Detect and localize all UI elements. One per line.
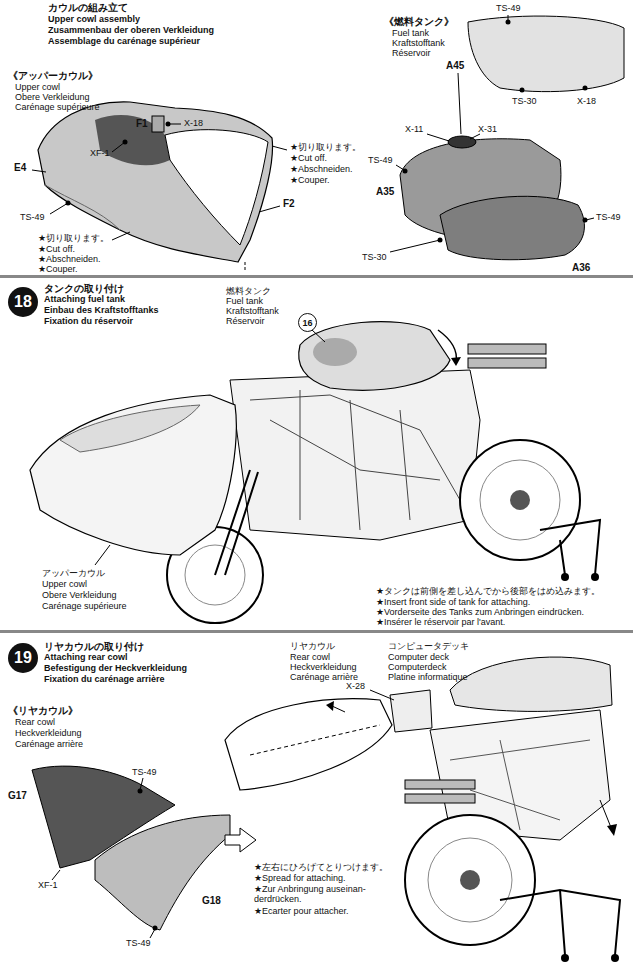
note-text: ★Abschneiden.: [38, 254, 101, 264]
subassembly-title: Kraftstofftank: [392, 38, 445, 48]
subassembly-title: Carénage arrière: [15, 739, 83, 749]
subassembly-title: Carénage supérieure: [15, 102, 100, 112]
note-text: ★Cut off.: [290, 153, 327, 163]
subassembly-title: Heckverkleidung: [15, 728, 82, 738]
note-text: ★Spread for attaching.: [254, 873, 346, 883]
paint-code: TS-49: [20, 212, 45, 222]
part-number: A45: [446, 60, 464, 72]
note-text: ★Insert front side of tank for attaching…: [376, 597, 530, 607]
node-text: 18: [14, 293, 32, 311]
callout-label: Computerdeck: [388, 662, 447, 672]
step-number: 19: [8, 643, 38, 673]
callout-label: Obere Verkleidung: [42, 590, 117, 600]
step-title: Attaching fuel tank: [44, 294, 125, 304]
note-text: ★Ecarter pour attacher.: [254, 906, 349, 916]
part-number: F1: [136, 118, 148, 130]
note-text: ★Zur Anbringung auseinan- derdrücken.: [254, 884, 379, 905]
step-title: Fixation du carénage arrière: [44, 674, 165, 684]
paint-code: TS-30: [362, 252, 387, 262]
step-title: Zusammenbau der oberen Verkleidung: [48, 25, 214, 35]
paint-code: X-31: [478, 124, 497, 134]
subassembly-title: 《燃料タンク》: [384, 16, 454, 28]
paint-code: X-18: [184, 118, 203, 128]
paint-code: X-11: [405, 124, 423, 134]
part-number: G18: [202, 895, 221, 907]
callout-label: Carénage supérieure: [42, 601, 127, 611]
subassembly-title: Réservoir: [392, 48, 431, 58]
step-title: Fixation du réservoir: [44, 316, 133, 326]
paint-code: X-28: [346, 681, 365, 691]
subassembly-title: Obere Verkleidung: [15, 92, 90, 102]
subassembly-title: Rear cowl: [15, 717, 55, 727]
note-text: ★切り取ります。: [38, 233, 109, 243]
note-text: ★Insérer le réservoir par l'avant.: [376, 617, 505, 627]
subassembly-title: Fuel tank: [392, 28, 429, 38]
part-number: A36: [572, 262, 590, 274]
step-title: Assemblage du carénage supérieur: [48, 36, 200, 46]
paint-code: X-18: [577, 96, 596, 106]
subassembly-title: 《リヤカウル》: [8, 705, 78, 717]
step-number: 18: [8, 287, 38, 317]
callout-label: Computer deck: [388, 652, 449, 662]
paint-code: TS-49: [368, 155, 393, 165]
paint-code: TS-49: [132, 767, 157, 777]
step-title: Upper cowl assembly: [48, 14, 140, 24]
callout-label: Kraftstofftank: [226, 306, 279, 316]
step-title: カウルの組み立て: [48, 2, 128, 14]
note-text: ★切り取ります。: [290, 142, 361, 152]
paint-code: XF-1: [38, 880, 58, 890]
callout-label: Carénage arrière: [290, 672, 358, 682]
subassembly-title: 《アッパーカウル》: [8, 70, 98, 82]
node-text: 16: [302, 318, 312, 328]
callout-label: Platine informatique: [388, 672, 468, 682]
step-title: Attaching rear cowl: [44, 652, 128, 662]
callout-label: アッパーカウル: [42, 568, 105, 578]
note-text: ★タンクは前側を差し込んでから後部をはめ込みます。: [376, 586, 600, 596]
paint-code: TS-49: [596, 212, 621, 222]
subassembly-title: Upper cowl: [15, 82, 60, 92]
step-title: Befestigung der Heckverkleidung: [44, 663, 187, 673]
callout-label: 燃料タンク: [226, 286, 271, 296]
note-text: ★Cut off.: [38, 244, 75, 254]
callout-label: コンピュータデッキ: [388, 641, 469, 651]
node-text: 19: [14, 649, 32, 667]
note-text: ★Couper.: [290, 175, 330, 185]
decal-number: 16: [298, 313, 317, 332]
note-text: ★Couper.: [38, 264, 78, 274]
step-title: タンクの取り付け: [44, 283, 124, 295]
paint-code: TS-49: [126, 938, 151, 948]
part-number: F2: [283, 198, 295, 210]
step-title: Einbau des Kraftstofftanks: [44, 305, 159, 315]
part-number: A35: [376, 186, 394, 198]
paint-code: TS-30: [512, 96, 537, 106]
note-text: ★Vorderseite des Tanks zum Anbringen ein…: [376, 607, 584, 617]
paint-code: XF-1: [90, 148, 110, 158]
note-text: ★Abschneiden.: [290, 164, 353, 174]
callout-label: Réservoir: [226, 316, 265, 326]
part-number: G17: [8, 790, 27, 802]
callout-label: Rear cowl: [290, 652, 330, 662]
paint-code: TS-49: [496, 3, 521, 13]
callout-label: Heckverkleidung: [290, 662, 357, 672]
callout-label: Fuel tank: [226, 296, 263, 306]
part-number: E4: [14, 162, 26, 174]
callout-label: Upper cowl: [42, 579, 87, 589]
step-title: リヤカウルの取り付け: [44, 641, 144, 653]
note-text: ★左右にひろげてとりつけます。: [254, 862, 388, 872]
callout-label: リヤカウル: [290, 641, 335, 651]
